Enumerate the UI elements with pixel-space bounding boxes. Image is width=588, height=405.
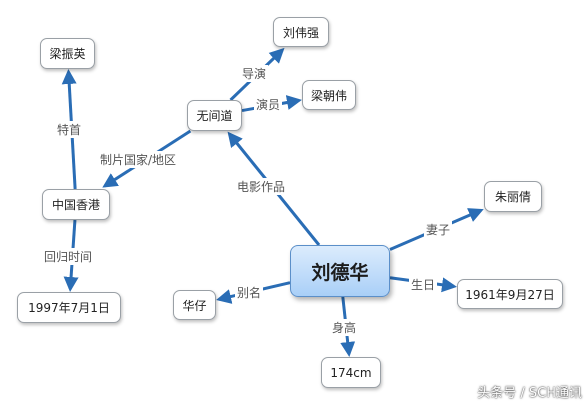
central-topic-node[interactable]: 刘德华: [290, 245, 390, 297]
edge-label-zhongguoxianggang-to-date1997: 回归时间: [42, 248, 95, 265]
watermark-logo-icon: [459, 384, 474, 399]
topic-node-huazai[interactable]: 华仔: [173, 290, 216, 320]
topic-node-date1997[interactable]: 1997年7月1日: [17, 292, 121, 323]
topic-node-wujiandao[interactable]: 无间道: [187, 100, 242, 131]
edge-label-liudehua-to-huazai: 别名: [235, 284, 264, 301]
topic-node-zhuliqian[interactable]: 朱丽倩: [484, 181, 542, 212]
topic-node-birth[interactable]: 1961年9月27日: [457, 279, 563, 309]
topic-node-zhongguoxianggang[interactable]: 中国香港: [42, 189, 110, 220]
edge-label-liudehua-to-birth: 生日: [409, 276, 438, 293]
topic-node-liangchaowei[interactable]: 梁朝伟: [302, 80, 356, 110]
edge-label-zhongguoxianggang-to-liangzhenying: 特首: [55, 121, 84, 138]
edge-label-wujiandao-to-zhongguoxianggang: 制片国家/地区: [98, 151, 179, 168]
edge-label-liudehua-to-wujiandao: 电影作品: [235, 178, 288, 195]
watermark: 头条号 / SCH通讯: [459, 382, 582, 401]
topic-node-liuweiqiang[interactable]: 刘伟强: [273, 17, 329, 47]
edge-label-wujiandao-to-liuweiqiang: 导演: [240, 65, 269, 82]
edge-label-wujiandao-to-liangchaowei: 演员: [254, 96, 283, 113]
edge-label-liudehua-to-zhuliqian: 妻子: [424, 221, 453, 238]
edge-label-liudehua-to-height: 身高: [330, 319, 359, 336]
topic-node-liangzhenying[interactable]: 梁振英: [40, 38, 95, 69]
topic-node-height[interactable]: 174cm: [321, 357, 381, 388]
watermark-text: 头条号 / SCH通讯: [477, 386, 582, 401]
